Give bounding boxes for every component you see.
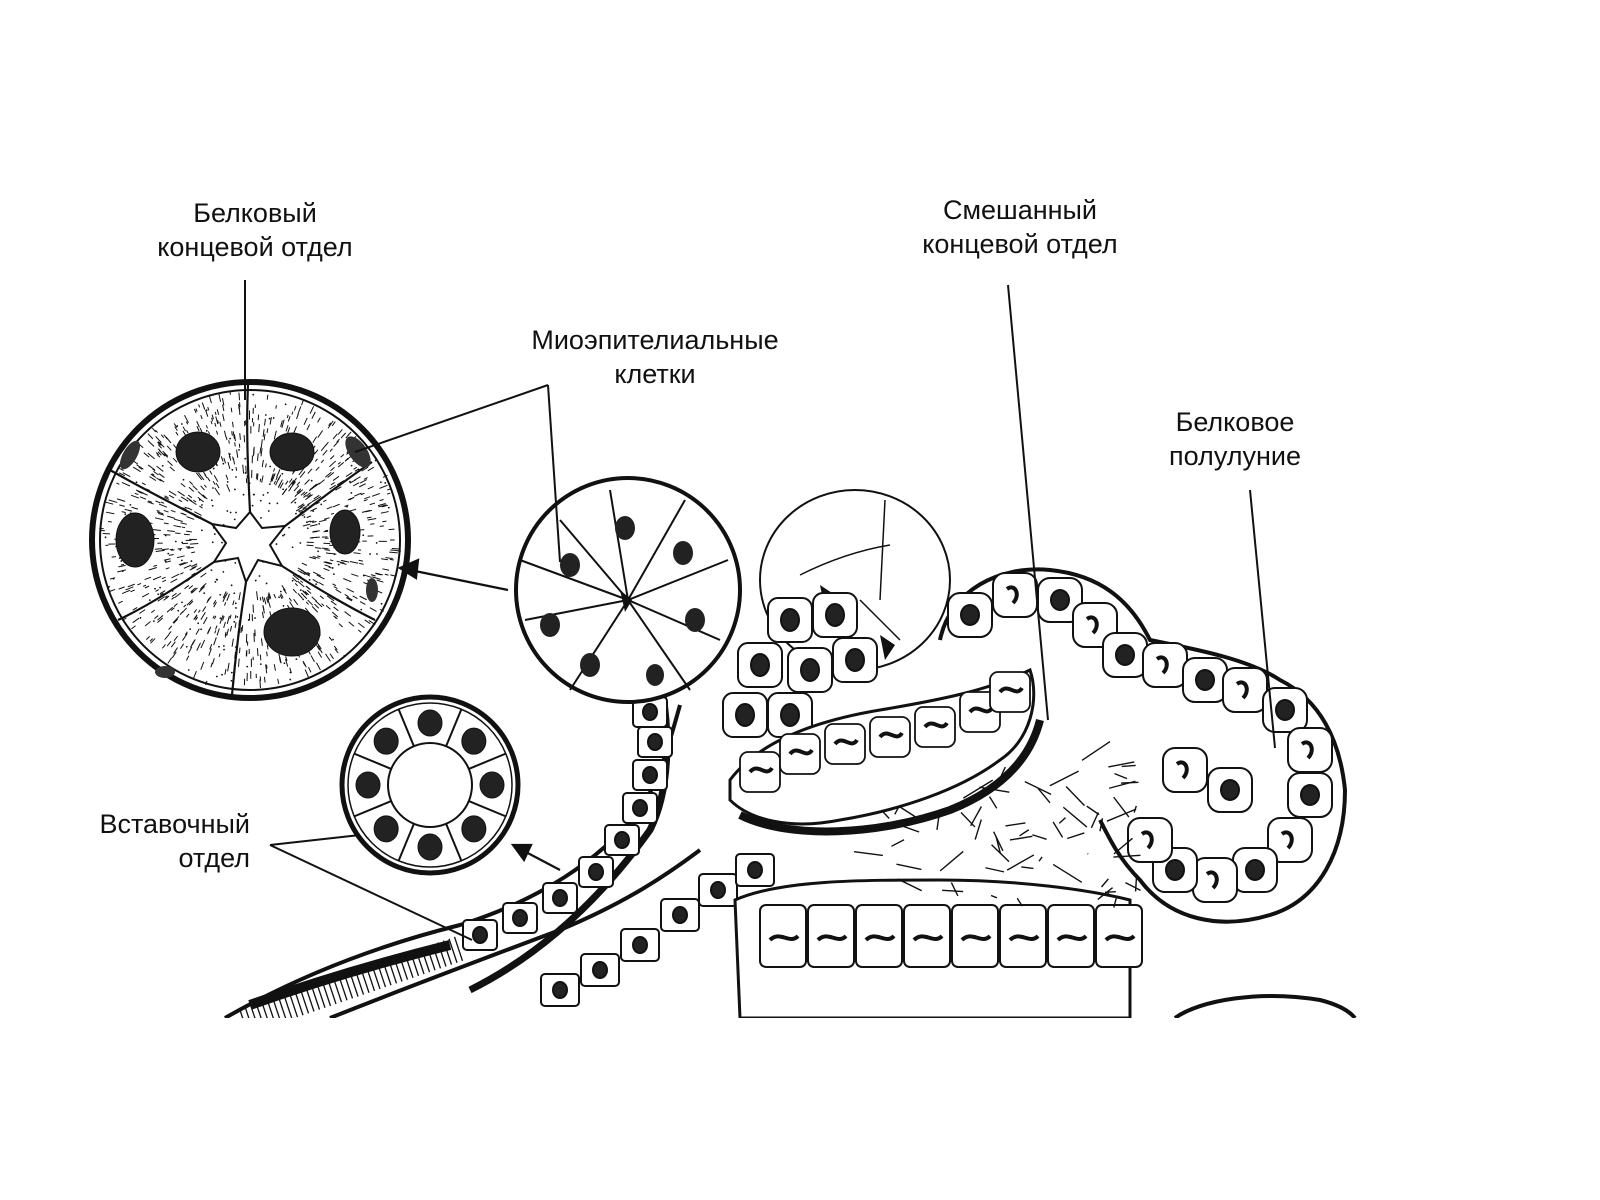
label-protein-demilune: Белковое полулуние <box>1155 405 1315 473</box>
leader-lines <box>244 280 1276 941</box>
label-myoepithelial-cells-line2: клетки <box>614 359 696 389</box>
label-protein-demilune-line2: полулуние <box>1169 441 1301 471</box>
label-intercalated-duct-line2: отдел <box>178 843 250 873</box>
protein-acinus-cross-section <box>89 379 411 701</box>
label-myoepithelial-cells: Миоэпителиальные клетки <box>515 323 795 391</box>
label-protein-end-section-line1: Белковый <box>193 198 317 228</box>
arrows <box>397 558 561 871</box>
label-intercalated-duct-line1: Вставочный <box>99 809 250 839</box>
label-mixed-end-section-line1: Смешанный <box>942 195 1098 225</box>
label-protein-end-section-line2: концевой отдел <box>157 232 353 262</box>
label-intercalated-duct: Вставочный отдел <box>60 807 250 875</box>
label-mixed-end-section-line2: концевой отдел <box>922 229 1118 259</box>
label-protein-end-section: Белковый концевой отдел <box>135 196 375 264</box>
label-mixed-end-section: Смешанный концевой отдел <box>900 193 1140 261</box>
label-protein-demilune-line1: Белковое <box>1175 407 1295 437</box>
intercalated-duct-cross-section <box>339 694 521 876</box>
cell-nuclei <box>115 431 361 657</box>
label-myoepithelial-cells-line1: Миоэпителиальные <box>531 325 779 355</box>
